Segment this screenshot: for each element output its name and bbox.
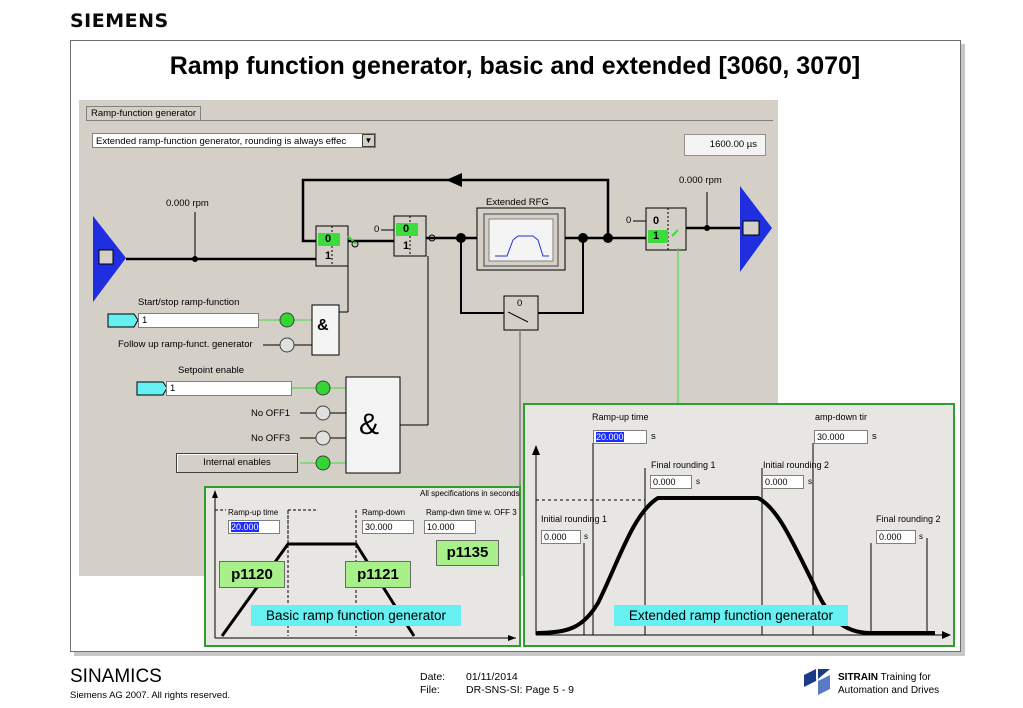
- output-switch-state-1: 1: [653, 230, 660, 242]
- slide-title: Ramp function generator, basic and exten…: [169, 52, 861, 80]
- extended-rfg-caption: Extended ramp function generator: [614, 605, 848, 626]
- all-specs-label: All specifications in seconds: [420, 489, 520, 498]
- sitrain-line2: Automation and Drives: [838, 685, 940, 696]
- p1120-badge: p1120: [219, 561, 285, 588]
- ext-rampup-field[interactable]: 20.000: [593, 430, 647, 444]
- follow-up-label: Follow up ramp-funct. generator: [118, 339, 253, 350]
- internal-enables-button[interactable]: Internal enables: [176, 453, 298, 473]
- copyright: Siemens AG 2007. All rights reserved.: [70, 690, 230, 701]
- p1121-badge: p1121: [345, 561, 411, 588]
- final-rounding-2-field[interactable]: 0.000: [876, 530, 916, 544]
- initial-rounding-1-unit: s: [584, 532, 588, 541]
- setpoint-input-value: 0.000 rpm: [166, 198, 209, 209]
- sitrain-brand: SITRAIN: [838, 672, 878, 683]
- final-rounding-2-label: Final rounding 2: [876, 514, 941, 524]
- bypass-switch-state: 0: [517, 298, 523, 309]
- switch-b-input-label: 0: [374, 224, 380, 235]
- initial-rounding-2-unit: s: [808, 477, 812, 486]
- final-rounding-1-unit: s: [696, 477, 700, 486]
- switch-b-state-0: 0: [403, 223, 410, 235]
- cycle-time-display: 1600.00 µs: [684, 134, 766, 156]
- basic-rfg-caption: Basic ramp function generator: [251, 605, 461, 626]
- basic-rampup-label: Ramp-up time: [228, 508, 279, 517]
- file-key: File:: [420, 684, 440, 696]
- output-switch-input-label: 0: [626, 215, 632, 226]
- initial-rounding-1-field[interactable]: 0.000: [541, 530, 581, 544]
- basic-off3-label: Ramp-dwn time w. OFF 3: [426, 508, 517, 517]
- setpoint-enable-input[interactable]: 1: [166, 381, 292, 396]
- ext-rampup-label: Ramp-up time: [592, 412, 649, 422]
- final-rounding-1-field[interactable]: 0.000: [650, 475, 692, 489]
- final-rounding-1-label: Final rounding 1: [651, 460, 716, 470]
- start-stop-label: Start/stop ramp-function: [138, 297, 240, 308]
- initial-rounding-1-label: Initial rounding 1: [541, 514, 608, 524]
- sitrain-logo-icon: [804, 669, 830, 695]
- no-off3-label: No OFF3: [251, 433, 291, 444]
- basic-off3-field[interactable]: 10.000: [424, 520, 476, 534]
- sitrain-line1: Training for: [878, 672, 931, 683]
- ext-rampdown-unit: s: [872, 431, 877, 442]
- tab-underline: [86, 120, 773, 121]
- ext-rampup-unit: s: [651, 431, 656, 442]
- initial-rounding-2-field[interactable]: 0.000: [762, 475, 804, 489]
- setpoint-output-value: 0.000 rpm: [679, 175, 722, 186]
- ext-rampdown-label: amp-down tir: [815, 412, 868, 422]
- sitrain-text: SITRAIN Training for Automation and Driv…: [838, 671, 939, 697]
- switch-a-state-0: 0: [325, 233, 332, 245]
- start-stop-input[interactable]: 1: [138, 313, 259, 328]
- basic-rampdown-field[interactable]: 30.000: [362, 520, 414, 534]
- tab-ramp-function-generator[interactable]: Ramp-function generator: [86, 106, 202, 121]
- basic-rampup-field[interactable]: 20.000: [228, 520, 280, 534]
- p1135-badge: p1135: [436, 540, 499, 566]
- switch-a-state-1: 1: [325, 250, 332, 262]
- and-gate-large: &: [359, 408, 380, 441]
- no-off1-label: No OFF1: [251, 408, 291, 419]
- date-value: 01/11/2014: [466, 671, 518, 683]
- extended-rfg-label: Extended RFG: [486, 197, 549, 208]
- initial-rounding-2-label: Initial rounding 2: [763, 460, 830, 470]
- ext-rampdown-field[interactable]: 30.000: [814, 430, 868, 444]
- input-settings-icon: [98, 249, 114, 265]
- final-rounding-2-unit: s: [919, 532, 923, 541]
- output-settings-icon: [742, 220, 760, 236]
- and-gate-small: &: [317, 317, 329, 334]
- output-switch-state-0: 0: [653, 215, 660, 227]
- basic-rampdown-label: Ramp-down: [362, 508, 406, 517]
- siemens-logo: SIEMENS: [70, 10, 169, 32]
- file-value: DR-SNS-SI: Page 5 - 9: [466, 684, 574, 696]
- chevron-down-icon[interactable]: ▼: [362, 134, 375, 147]
- switch-b-state-1: 1: [403, 240, 410, 252]
- rfg-mode-select[interactable]: Extended ramp-function generator, roundi…: [92, 133, 376, 148]
- date-key: Date:: [420, 671, 446, 683]
- setpoint-enable-label: Setpoint enable: [178, 365, 245, 376]
- product-name: SINAMICS: [70, 666, 162, 687]
